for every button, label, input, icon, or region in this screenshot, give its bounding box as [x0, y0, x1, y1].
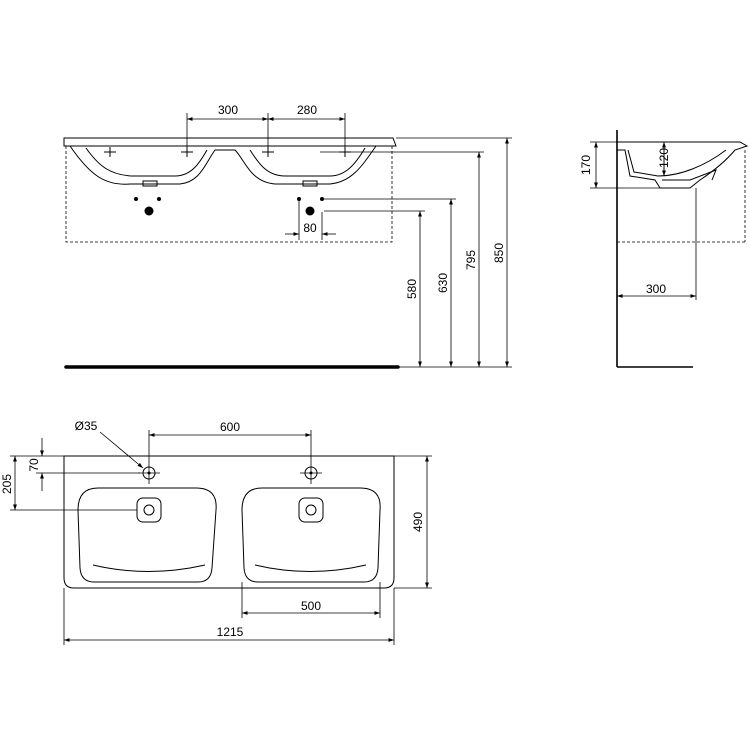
dim-170-label: 170 [579, 155, 593, 175]
dim-490-label: 490 [411, 512, 425, 532]
basin-inner-line [85, 147, 208, 177]
supply-point [297, 197, 301, 201]
basin-plan-outline [63, 455, 395, 589]
basin-top-slab [63, 137, 397, 147]
dimension-waste-offset: 80 [285, 200, 336, 240]
cabinet-outline-side [617, 150, 746, 243]
waste-point [305, 206, 315, 216]
dim-300-label: 300 [218, 103, 238, 117]
dim-diameter-label: Ø35 [75, 419, 98, 433]
waste-right [298, 497, 324, 523]
dim-850-label: 850 [492, 243, 506, 263]
supply-point [320, 197, 324, 201]
dim-795-label: 795 [464, 250, 478, 270]
bowl-right-curve [254, 564, 367, 572]
dimension-heights: 580 630 795 850 [320, 137, 512, 368]
dim-205-label: 205 [0, 474, 14, 494]
bowl-left-curve [92, 564, 206, 572]
waste-point [144, 206, 154, 216]
waste-right-center [305, 504, 317, 516]
basin-profile-inner [627, 149, 727, 177]
basin-inner-line-right [249, 147, 366, 177]
bowl-left [77, 487, 217, 583]
basin-waste-profile [662, 169, 717, 181]
dim-80-label: 80 [303, 221, 317, 235]
bowl-right [241, 487, 381, 583]
waste-left-center [143, 504, 155, 516]
tap-hole-marks [104, 147, 351, 157]
plan-view: Ø35 600 70 205 490 500 1215 [0, 419, 432, 645]
dim-500-label: 500 [301, 599, 321, 613]
cabinet-outline [65, 146, 393, 243]
dim-120-label: 120 [657, 148, 671, 168]
waste-outlet-left [142, 180, 158, 187]
side-view: 170 120 300 [579, 130, 749, 368]
dimension-tap-spacing: 300 280 [186, 103, 346, 150]
dim-580-label: 580 [405, 279, 419, 299]
front-view: 300 280 80 580 630 795 850 [63, 103, 512, 369]
supply-point [157, 197, 161, 201]
basin-bowl-left [69, 145, 377, 185]
dim-600-label: 600 [220, 420, 240, 434]
dim-70-label: 70 [27, 458, 41, 472]
basin-profile [617, 141, 749, 189]
supply-point [134, 197, 138, 201]
dim-1215-label: 1215 [217, 625, 244, 639]
dim-300-side-label: 300 [646, 282, 666, 296]
waste-left [136, 497, 162, 523]
waste-outlet-right [302, 180, 318, 187]
dim-630-label: 630 [436, 273, 450, 293]
dim-280-label: 280 [297, 103, 317, 117]
